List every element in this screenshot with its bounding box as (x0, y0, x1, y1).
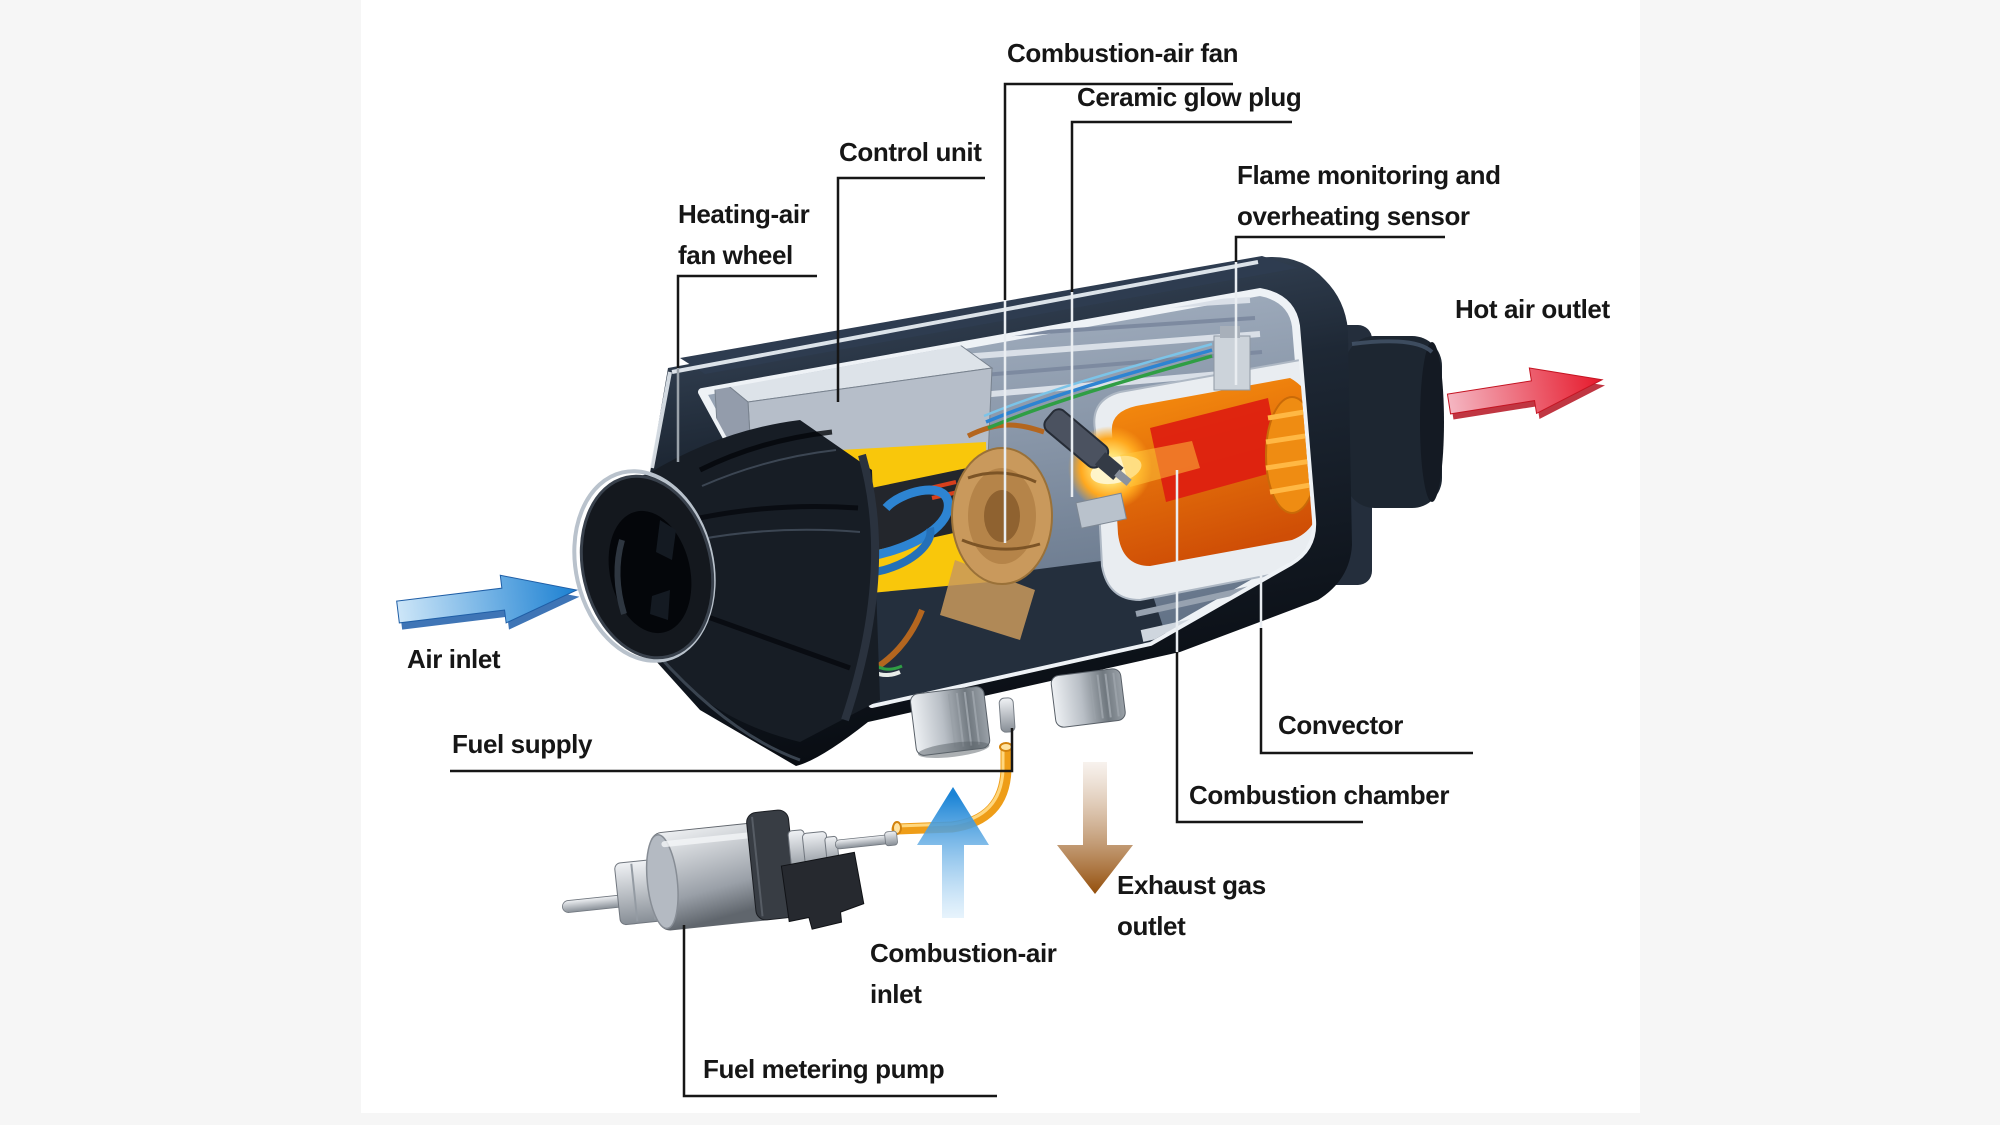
label-fuel-metering-pump: Fuel metering pump (703, 1054, 945, 1084)
leader-fuel-supply (450, 728, 1014, 773)
exhaust-outlet-port (1050, 668, 1126, 728)
label-heating-air-fan-wheel: Heating-air fan wheel (678, 199, 810, 270)
flame-sensor-part (983, 326, 1251, 430)
label-convector: Convector (1278, 710, 1403, 740)
leader-heating-air-fan-wheel (676, 274, 817, 368)
fuel-connection-nipple (998, 697, 1016, 733)
combustion-chamber-core (1068, 378, 1313, 566)
combustion-air-inlet-arrow (917, 787, 989, 918)
ceramic-glow-plug-part (966, 408, 1132, 529)
leader-lines (450, 82, 1473, 1098)
label-air-inlet: Air inlet (407, 644, 501, 674)
label-control-unit: Control unit (839, 137, 982, 167)
label-fuel-supply: Fuel supply (452, 729, 593, 759)
housing-left-highlight (650, 371, 672, 469)
fuel-metering-pump-part (562, 809, 898, 931)
leader-fuel-metering-pump (682, 925, 997, 1098)
label-combustion-air-inlet: Combustion-air inlet (870, 938, 1057, 1009)
leader-combustion-chamber (1175, 652, 1363, 824)
leader-combustion-air-fan (1003, 82, 1233, 300)
exhaust-gas-outlet-arrow (1057, 762, 1133, 894)
combustion-air-inlet-port (910, 686, 991, 758)
leader-flame-sensor (1234, 235, 1445, 262)
leader-ceramic-glow-plug (1070, 120, 1292, 292)
air-inlet-ring (572, 469, 716, 663)
leader-convector (1259, 628, 1473, 755)
label-exhaust-gas-outlet: Exhaust gas outlet (1117, 870, 1266, 941)
housing-top-highlight (671, 260, 1259, 374)
air-inlet-arrow (396, 574, 580, 630)
label-combustion-chamber: Combustion chamber (1189, 780, 1450, 810)
label-ceramic-glow-plug: Ceramic glow plug (1077, 82, 1302, 112)
leader-control-unit (836, 176, 985, 402)
hot-air-outlet-arrow (1446, 367, 1606, 420)
label-flame-sensor: Flame monitoring and overheating sensor (1237, 160, 1501, 231)
label-combustion-air-fan: Combustion-air fan (1007, 38, 1239, 68)
label-hot-air-outlet: Hot air outlet (1455, 294, 1610, 324)
leader-lines-on-body (1003, 262, 1263, 652)
combustion-air-fan-impeller (940, 447, 1053, 640)
